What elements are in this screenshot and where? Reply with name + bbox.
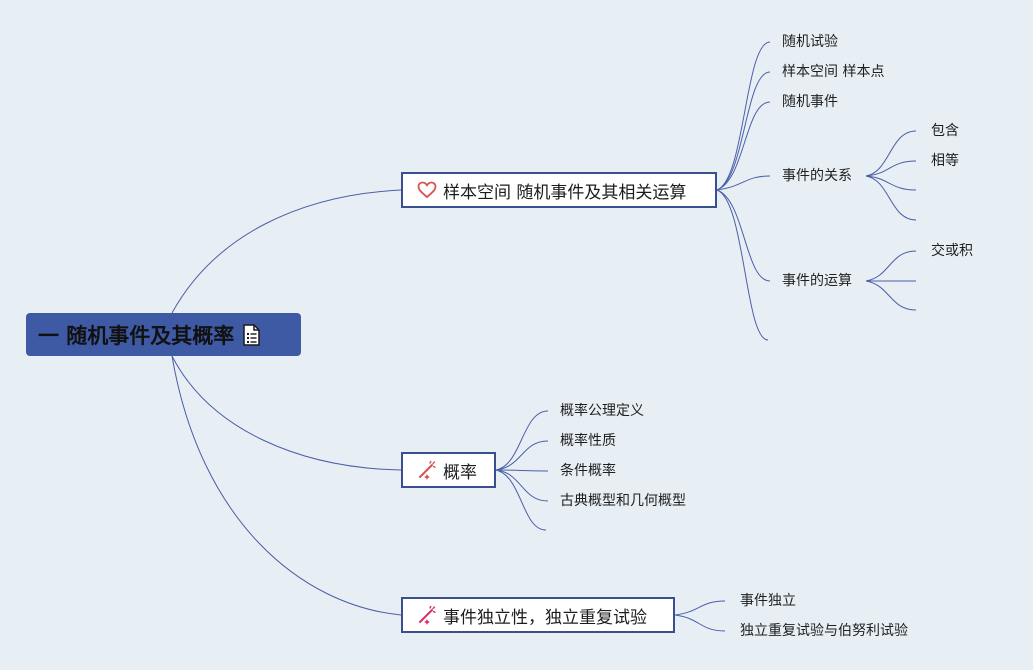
connector-b1-c6 — [716, 189, 769, 341]
branch-node-probability[interactable]: 概率 — [401, 452, 496, 488]
connector-root-b2 — [171, 355, 402, 471]
topic-event-operations[interactable]: 事件的运算 — [782, 273, 852, 289]
connector-b2-c2 — [495, 440, 549, 471]
topic-classical-geometric[interactable]: 古典概型和几何概型 — [560, 493, 686, 509]
connector-b2-c4 — [495, 469, 549, 502]
topic-random-experiment[interactable]: 随机试验 — [782, 34, 838, 50]
topic-inclusion[interactable]: 包含 — [931, 123, 959, 139]
topic-axiomatic-definition[interactable]: 概率公理定义 — [560, 403, 644, 419]
connector-op-g1 — [865, 250, 917, 282]
root-label: 一 随机事件及其概率 — [38, 323, 235, 348]
branch-node-independence[interactable]: 事件独立性，独立重复试验 — [401, 597, 675, 633]
topic-equality[interactable]: 相等 — [931, 153, 959, 169]
branch-node-sample-space[interactable]: 样本空间 随机事件及其相关运算 — [401, 172, 717, 208]
connector-b1-c1 — [716, 41, 771, 191]
connector-root-b1 — [171, 189, 402, 314]
topic-event-independence[interactable]: 事件独立 — [740, 593, 796, 609]
branch-label: 概率 — [443, 462, 477, 483]
sparkle-icon — [417, 605, 437, 625]
connector-rel-g2 — [865, 160, 917, 177]
topic-random-event[interactable]: 随机事件 — [782, 94, 838, 110]
connector-b2-c5 — [495, 469, 547, 531]
connector-b1-c4 — [716, 175, 771, 191]
connector-b3-c1 — [674, 600, 726, 616]
document-list-icon — [242, 323, 261, 346]
connector-b1-c3 — [716, 101, 771, 191]
connector-b2-c3 — [495, 469, 549, 472]
connector-b1-c2 — [716, 71, 771, 191]
connector-rel-g3 — [865, 175, 917, 191]
root-node[interactable]: 一 随机事件及其概率 — [26, 313, 301, 356]
branch-label: 事件独立性，独立重复试验 — [443, 607, 647, 628]
topic-sample-space[interactable]: 样本空间 样本点 — [782, 64, 885, 80]
branch-label: 样本空间 随机事件及其相关运算 — [443, 182, 687, 203]
topic-bernoulli-trials[interactable]: 独立重复试验与伯努利试验 — [740, 623, 908, 639]
heart-icon — [417, 180, 437, 200]
topic-event-relations[interactable]: 事件的关系 — [782, 168, 852, 184]
connector-rel-g1 — [865, 130, 917, 177]
topic-probability-properties[interactable]: 概率性质 — [560, 433, 616, 449]
topic-intersection[interactable]: 交或积 — [931, 243, 973, 259]
topic-conditional-probability[interactable]: 条件概率 — [560, 463, 616, 479]
connector-b1-c5 — [716, 189, 771, 282]
connector-root-b3 — [171, 355, 402, 616]
sparkle-icon — [417, 460, 437, 480]
connector-rel-g4 — [865, 175, 917, 221]
connector-b3-c2 — [674, 614, 726, 632]
connector-op-g3 — [865, 280, 917, 311]
connector-b2-c1 — [495, 410, 549, 471]
